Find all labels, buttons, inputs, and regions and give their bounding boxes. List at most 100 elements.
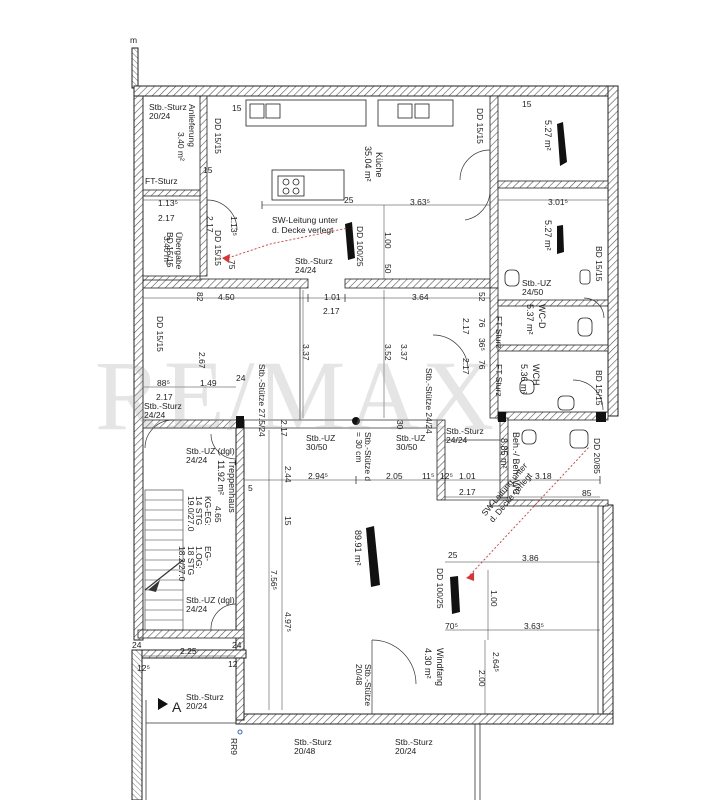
label-bd-1515-b: BD 15/15 (594, 370, 604, 406)
dim-225: 2.25 (180, 646, 197, 656)
label-stb-uz-3050-b: Stb.-UZ 30/50 (396, 433, 426, 452)
dim-70: 70⁵ (445, 621, 458, 631)
dim-294: 2.94⁵ (308, 471, 329, 481)
label-dd-20-85: DD 20/85 (592, 438, 602, 474)
label-stb-uz-2450: Stb.-UZ 24/50 (522, 278, 552, 297)
label-stb-sturz-2024-c: Stb.-Sturz 20/24 (395, 737, 433, 756)
dim-25-a: 25 (344, 195, 354, 205)
room-wch-area: 5.36 m² (519, 364, 529, 395)
dim-217-b: 2.17 (205, 216, 215, 233)
dim-267: 2.67 (197, 352, 207, 369)
dim-15-d: 15 (283, 516, 293, 526)
room-windfang-area: 4.30 m² (423, 648, 433, 679)
label-stb-sturz-2424-b: Stb.-Sturz 24/24 (144, 401, 182, 420)
interior-walls (137, 95, 609, 639)
label-stb-stuetze-2724: Stb.-Stütze 27.5/24 (257, 364, 267, 437)
dim-11: 11⁵ (422, 471, 435, 481)
room-main-area: 89.91 m² (353, 530, 363, 566)
dim-756: 7.56⁵ (269, 570, 279, 591)
room-uebergabe-name: Übergabe (174, 232, 184, 270)
label-stb-stuetze-2048: Stb.-Stütze 20/48 (354, 664, 374, 707)
dim-24-b: 24 (132, 640, 142, 650)
dim-12: 12⁵ (440, 471, 453, 481)
column-markers (236, 412, 606, 428)
dim-217-h: 2.17 (459, 487, 476, 497)
room-treppenhaus-name: Treppenhaus (227, 460, 237, 513)
label-stair-kg-eg: KG-EG: 14 STG 19.0/27.0 (186, 496, 213, 532)
label-stb-stuetze-d30: Stb.-Stütze d = 30 cm (354, 432, 374, 482)
dim-217-d: 2.17 (156, 392, 173, 402)
dim-75: 75 (227, 260, 237, 270)
label-ft-sturz-b: FT-Sturz (494, 316, 504, 349)
dim-76-b: 76 (477, 360, 487, 370)
label-stb-sturz-2024-b: Stb.-Sturz 20/24 (186, 692, 224, 711)
dim-318: 3.18 (535, 471, 552, 481)
label-stb-uz-dgl-b: Stb.-UZ (dgl) 24/24 (186, 595, 235, 614)
dim-15-a: 15 (203, 165, 213, 175)
dim-12-c: 12 (228, 659, 238, 669)
dim-363: 3.63⁵ (410, 197, 431, 207)
dim-25-b: 25 (448, 550, 458, 560)
label-rr9: RR9 (229, 738, 239, 756)
label-stb-sturz-2024-a: Stb.-Sturz 20/24 (149, 102, 187, 121)
room-windfang-name: Windfang (435, 648, 445, 687)
dim-113b: 1.13⁵ (229, 216, 239, 237)
label-bd-1515-a: BD 15/15 (594, 246, 604, 282)
label-dd-1515-c: DD 15/15 (475, 108, 485, 144)
label-dd-1515-b: DD 15/15 (213, 230, 223, 266)
dim-217-e: 2.17 (461, 318, 471, 335)
room-anlieferung-area: 3.40 m² (176, 132, 186, 161)
dim-5: 5 (248, 483, 253, 493)
watermark: RE/MAX (95, 340, 496, 451)
dim-85: 85 (582, 488, 592, 498)
dim-363b: 3.63⁵ (524, 621, 545, 631)
label-stb-stuetze-2424: Stb.-Stütze 24/24 (424, 368, 434, 434)
dim-337: 3.37 (301, 344, 311, 361)
dim-100-b: 1.00 (489, 590, 499, 607)
dim-217-f: 2.17 (461, 358, 471, 375)
dim-149: 1.49 (200, 378, 217, 388)
label-stb-sturz-2424-a: Stb.-Sturz 24/24 (295, 256, 333, 275)
dim-50: 50 (383, 264, 393, 274)
label-stb-uz-dgl-a: Stb.-UZ (dgl) 24/24 (186, 446, 235, 465)
dim-217-g: 2.17 (279, 420, 289, 437)
dim-301: 3.01⁵ (548, 197, 569, 207)
dim-113: 1.13⁵ (158, 198, 179, 208)
dim-15-b: 15 (232, 103, 242, 113)
label-stair-eg-og: EG-1.OG: 18 STG 18.2/27.0 (177, 546, 214, 582)
label-ft-sturz-a: FT-Sturz (145, 176, 178, 186)
dim-352: 3.52 (383, 344, 393, 361)
dim-337b: 3.37 (399, 344, 409, 361)
label-ft-sturz-c: FT-Sturz (494, 364, 504, 397)
section-label: A (172, 699, 182, 715)
dim-36: 36⁵ (477, 338, 487, 351)
label-stb-sturz-2424-c: Stb.-Sturz 24/24 (446, 426, 484, 445)
door-swings (144, 149, 605, 714)
dimension-ticks (142, 201, 601, 484)
dim-12-b: 12⁵ (137, 663, 150, 673)
dim-364: 3.64 (412, 292, 429, 302)
label-m-top: m (130, 35, 138, 45)
staircase (144, 489, 184, 631)
dim-386: 3.86 (522, 553, 539, 563)
label-dd-1515-a: DD 15/15 (213, 118, 223, 154)
dim-497: 4.97⁵ (283, 612, 293, 633)
dim-101-a: 1.01 (324, 292, 341, 302)
dim-200: 2.00 (477, 670, 487, 687)
label-dd-100-25-b: DD 100/25 (435, 568, 445, 609)
dim-76-a: 76 (477, 318, 487, 328)
room-tr1-area: 5.27 m² (543, 120, 553, 151)
dim-82: 82 (195, 292, 205, 302)
dim-217-c: 2.17 (323, 306, 340, 316)
dim-101-b: 1.01 (459, 471, 476, 481)
label-stb-sturz-2048: Stb.-Sturz 20/48 (294, 737, 332, 756)
label-dd-100-25-a: DD 100/25 (355, 226, 365, 267)
label-dd-1515-d: DD 15/15 (155, 316, 165, 352)
dim-100-a: 1.00 (383, 232, 393, 249)
thin-lines (142, 95, 600, 800)
area-markers (345, 122, 567, 614)
dim-15-c: 15 (522, 99, 532, 109)
sanitary-fixtures (504, 269, 593, 449)
dim-52: 52 (477, 292, 487, 302)
